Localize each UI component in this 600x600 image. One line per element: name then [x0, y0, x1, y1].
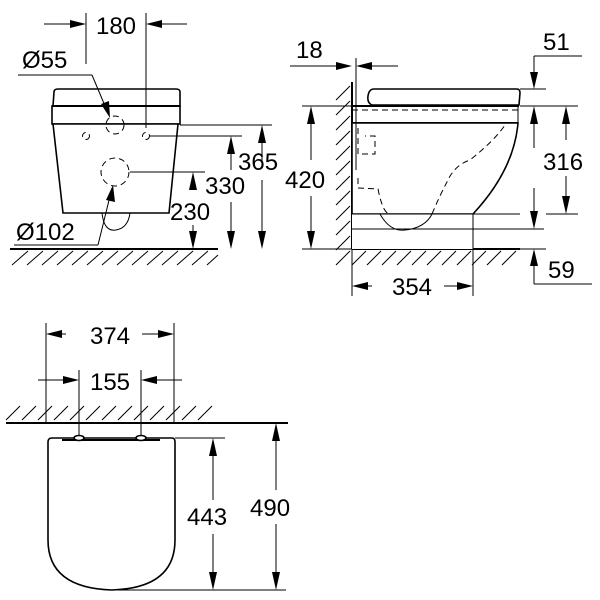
dim-waste-height: 230	[170, 199, 210, 226]
front-view: 180 Ø55 Ø102 365 330 230	[10, 13, 278, 266]
internal-fixing	[357, 128, 376, 155]
inlet-hole	[105, 115, 125, 135]
dim-rim-height: 420	[285, 167, 325, 194]
dim-overall-length: 490	[250, 495, 290, 522]
side-view: 18 51 420 316 59	[285, 29, 592, 301]
dim-projection: 354	[392, 274, 432, 301]
dim-hinge-spacing: 155	[90, 369, 130, 396]
bowl-body	[52, 123, 179, 214]
floor-hatch	[351, 250, 517, 266]
bowl-trap	[379, 213, 433, 231]
fixing-hole-right	[142, 132, 150, 140]
dim-overall-width: 374	[90, 323, 130, 350]
dim-top-height: 365	[238, 149, 278, 176]
waste-hole	[100, 157, 130, 187]
wall-hatch	[5, 405, 213, 421]
dim-wall-gap: 18	[296, 37, 323, 64]
seat-lid	[52, 88, 181, 107]
seat-ring	[51, 105, 181, 125]
dim-large-diameter: Ø102	[16, 219, 75, 246]
seat-lid	[367, 88, 521, 106]
hinge-left	[73, 434, 85, 442]
waste-outlet	[101, 212, 131, 231]
dim-seat-thickness: 51	[543, 29, 570, 56]
dim-fixing-height: 330	[205, 173, 245, 200]
top-view: 374 155 443 490	[5, 323, 290, 591]
internal-channel	[357, 178, 391, 215]
floor-hatch	[11, 250, 219, 266]
dim-small-diameter: Ø55	[22, 47, 67, 74]
seat-outline	[47, 437, 176, 591]
fixing-hole-left	[82, 132, 90, 140]
dim-bowl-height: 316	[543, 149, 583, 176]
bowl-body	[351, 122, 519, 215]
dim-seat-length: 443	[187, 504, 227, 531]
dim-hole-spacing: 180	[96, 13, 136, 40]
internal-bowl	[431, 124, 506, 215]
hinge-right	[135, 434, 147, 442]
wall-hatch	[335, 85, 351, 266]
dim-base-offset: 59	[548, 257, 575, 284]
